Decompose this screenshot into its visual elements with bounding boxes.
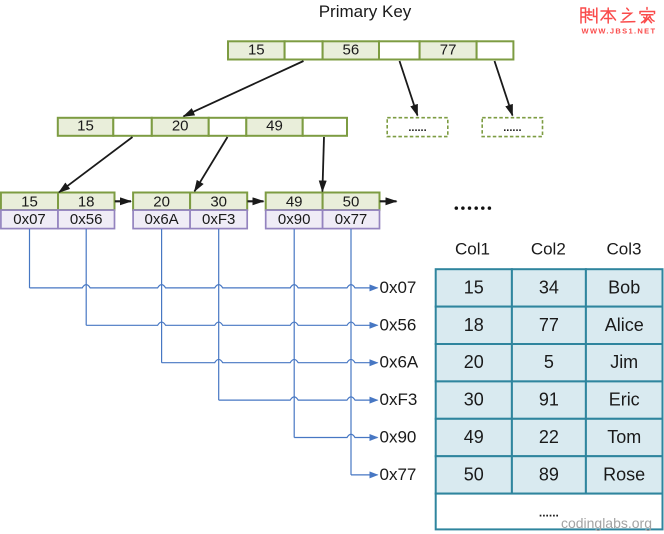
svg-text:0x07: 0x07 — [380, 278, 417, 297]
svg-text:......: ...... — [503, 122, 521, 134]
svg-text:Primary Key: Primary Key — [319, 2, 412, 21]
svg-text:15: 15 — [21, 193, 38, 210]
svg-text:18: 18 — [464, 315, 484, 335]
svg-text:......: ...... — [539, 506, 559, 520]
svg-text:0x77: 0x77 — [335, 211, 368, 228]
svg-text:30: 30 — [210, 193, 227, 210]
svg-text:56: 56 — [343, 41, 360, 58]
svg-text:15: 15 — [464, 277, 484, 297]
svg-text:77: 77 — [440, 41, 457, 58]
svg-text:0x07: 0x07 — [13, 211, 46, 228]
svg-text:49: 49 — [464, 427, 484, 447]
svg-text:Col3: Col3 — [607, 240, 642, 259]
svg-text:Col2: Col2 — [531, 240, 566, 259]
svg-text:Jim: Jim — [610, 352, 638, 372]
svg-text:......: ...... — [408, 122, 426, 134]
svg-text:0x77: 0x77 — [380, 465, 417, 484]
svg-text:20: 20 — [153, 193, 170, 210]
svg-text:0x6A: 0x6A — [144, 211, 178, 228]
svg-text:50: 50 — [343, 193, 360, 210]
svg-text:91: 91 — [539, 390, 559, 410]
svg-text:Col1: Col1 — [455, 240, 490, 259]
svg-text:20: 20 — [464, 352, 484, 372]
svg-text:0xF3: 0xF3 — [380, 390, 418, 409]
svg-text:34: 34 — [539, 277, 559, 297]
svg-text:0x6A: 0x6A — [380, 353, 419, 372]
svg-text:0x56: 0x56 — [70, 211, 103, 228]
svg-text:0x56: 0x56 — [380, 315, 417, 334]
svg-text:89: 89 — [539, 464, 559, 484]
svg-text:codinglabs.org: codinglabs.org — [561, 515, 652, 531]
svg-text:49: 49 — [286, 193, 303, 210]
svg-text:0x90: 0x90 — [278, 211, 311, 228]
svg-text:15: 15 — [77, 118, 94, 135]
svg-text:Bob: Bob — [608, 277, 640, 297]
svg-text:5: 5 — [544, 352, 554, 372]
svg-text:30: 30 — [464, 390, 484, 410]
svg-text:15: 15 — [248, 41, 265, 58]
svg-text:20: 20 — [172, 118, 189, 135]
svg-text:Rose: Rose — [603, 464, 645, 484]
svg-text:Eric: Eric — [609, 390, 640, 410]
svg-text:77: 77 — [539, 315, 559, 335]
svg-text:18: 18 — [78, 193, 95, 210]
svg-text:0x90: 0x90 — [380, 428, 417, 447]
svg-text:Alice: Alice — [605, 315, 644, 335]
svg-text:50: 50 — [464, 464, 484, 484]
svg-text:22: 22 — [539, 427, 559, 447]
svg-text:49: 49 — [266, 118, 283, 135]
svg-text:WWW.JBS1.NET: WWW.JBS1.NET — [582, 27, 657, 36]
svg-text:0xF3: 0xF3 — [202, 211, 235, 228]
svg-text:Tom: Tom — [607, 427, 641, 447]
